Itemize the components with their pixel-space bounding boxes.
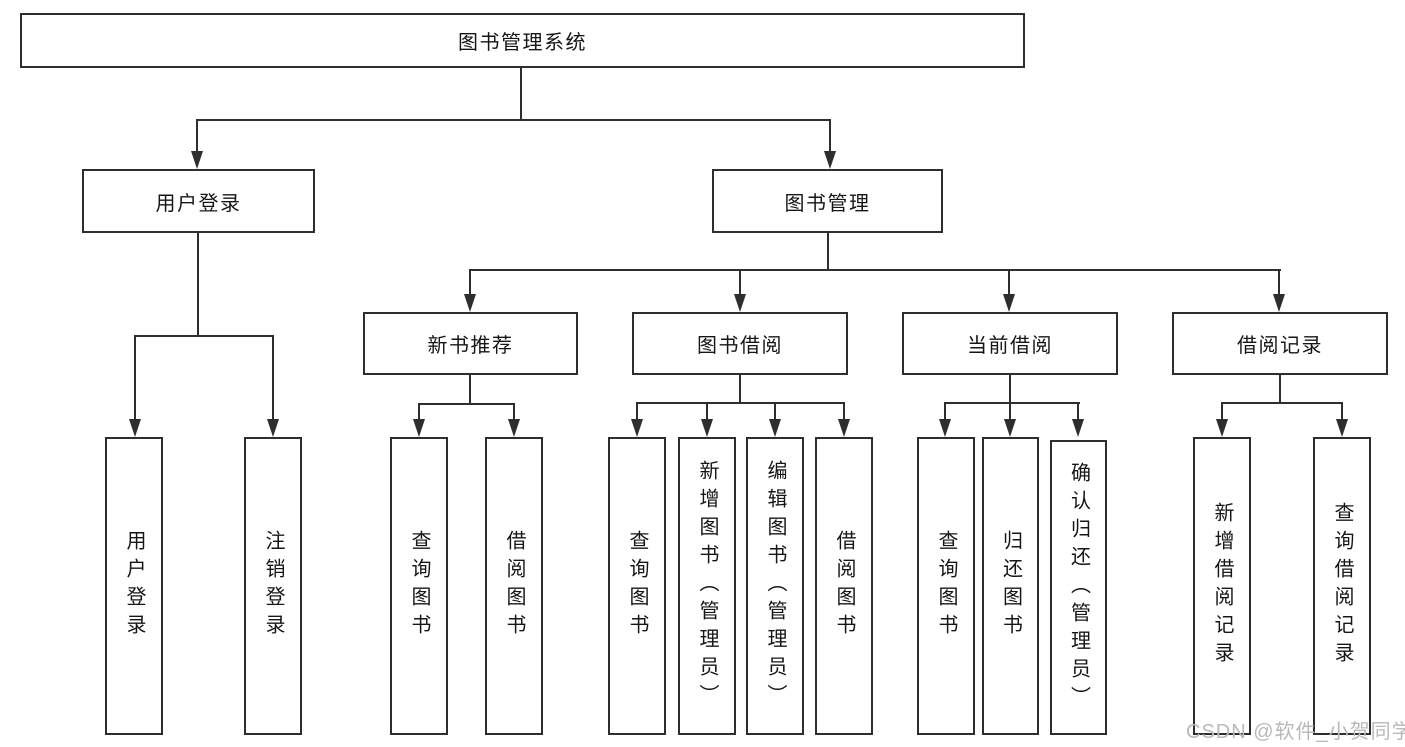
arrow-down-icon <box>191 151 203 169</box>
arrow-down-icon <box>824 151 836 169</box>
connector-login-stem <box>134 335 136 419</box>
connector-user-login-stem <box>196 119 198 154</box>
connector-logout-stem <box>272 335 274 419</box>
node-borrowing-records-label: 借阅记录 <box>1237 335 1323 357</box>
connector-bb-edit-stem <box>774 402 776 420</box>
node-leaf-login: 用户登录 <box>105 437 163 735</box>
node-book-borrowing: 图书借阅 <box>632 312 848 375</box>
arrow-down-icon <box>413 419 425 437</box>
node-borrowing-records: 借阅记录 <box>1172 312 1388 375</box>
node-leaf-login-label: 用户登录 <box>123 530 145 642</box>
node-new-book-recommend-label: 新书推荐 <box>427 335 514 357</box>
node-book-borrowing-label: 图书借阅 <box>697 335 783 357</box>
connector-nb-hbar <box>418 403 515 405</box>
node-leaf-br-add-record-label: 新增借阅记录 <box>1211 502 1233 670</box>
connector-br-query-stem <box>1341 402 1343 420</box>
node-leaf-bb-query-books-label: 查询图书 <box>626 530 648 642</box>
node-user-login: 用户登录 <box>82 169 315 233</box>
node-leaf-cb-query-books: 查询图书 <box>917 437 975 735</box>
arrow-down-icon <box>631 419 643 437</box>
connector-br-hbar <box>1221 402 1343 404</box>
connector-nb-borrow-stem <box>513 403 515 420</box>
node-leaf-br-query-record-label: 查询借阅记录 <box>1331 502 1353 670</box>
node-leaf-br-query-record: 查询借阅记录 <box>1313 437 1371 735</box>
node-current-borrowing: 当前借阅 <box>902 312 1118 375</box>
node-leaf-nb-query-books: 查询图书 <box>390 437 448 735</box>
arrow-down-icon <box>734 294 746 312</box>
connector-br-down <box>1279 375 1281 404</box>
node-current-borrowing-label: 当前借阅 <box>967 335 1053 357</box>
connector-current-borrowing-stem <box>1008 269 1010 296</box>
node-root: 图书管理系统 <box>20 13 1025 68</box>
node-leaf-br-add-record: 新增借阅记录 <box>1193 437 1251 735</box>
arrow-down-icon <box>1072 419 1084 437</box>
connector-bb-add-stem <box>706 402 708 420</box>
node-leaf-bb-add-books: 新增图书（管理员） <box>678 437 736 735</box>
arrow-down-icon <box>129 419 141 437</box>
connector-level3-hbar <box>469 269 1281 271</box>
node-leaf-bb-borrow-books: 借阅图书 <box>815 437 873 735</box>
arrow-down-icon <box>701 419 713 437</box>
connector-cb-query-stem <box>944 402 946 420</box>
arrow-down-icon <box>508 419 520 437</box>
node-leaf-bb-borrow-books-label: 借阅图书 <box>833 530 855 642</box>
node-leaf-cb-query-books-label: 查询图书 <box>935 530 957 642</box>
connector-new-book-stem <box>469 269 471 296</box>
connector-cb-return-stem <box>1009 402 1011 420</box>
arrow-down-icon <box>1004 419 1016 437</box>
arrow-down-icon <box>1273 294 1285 312</box>
connector-cb-hbar <box>944 402 1080 404</box>
connector-book-management-stem <box>829 119 831 154</box>
arrow-down-icon <box>769 419 781 437</box>
connector-book-borrowing-stem <box>739 269 741 296</box>
connector-user-login-down <box>197 233 199 337</box>
node-leaf-bb-query-books: 查询图书 <box>608 437 666 735</box>
connector-level2-hbar <box>197 119 831 121</box>
arrow-down-icon <box>1216 419 1228 437</box>
connector-root-stem <box>520 68 522 121</box>
connector-bb-hbar <box>636 402 845 404</box>
node-leaf-logout-label: 注销登录 <box>262 530 284 642</box>
connector-bb-borrow-stem <box>843 402 845 420</box>
node-leaf-cb-confirm-return: 确认归还（管理员） <box>1050 440 1107 735</box>
node-root-label: 图书管理系统 <box>458 32 587 54</box>
node-leaf-cb-return-books-label: 归还图书 <box>999 530 1022 642</box>
connector-cb-down <box>1009 375 1011 404</box>
connector-bb-down <box>739 375 741 404</box>
node-leaf-bb-edit-books: 编辑图书（管理员） <box>746 437 804 735</box>
connector-bb-query-stem <box>636 402 638 420</box>
arrow-down-icon <box>1003 294 1015 312</box>
connector-br-add-stem <box>1221 402 1223 420</box>
connector-nb-query-stem <box>418 403 420 420</box>
node-leaf-logout: 注销登录 <box>244 437 302 735</box>
csdn-watermark: CSDN @软件_小贺同学 <box>1186 721 1405 743</box>
arrow-down-icon <box>838 419 850 437</box>
node-leaf-cb-confirm-return-label: 确认归还（管理员） <box>1067 461 1090 714</box>
connector-book-management-down <box>827 233 829 271</box>
arrow-down-icon <box>464 294 476 312</box>
connector-borrowing-records-stem <box>1278 269 1280 296</box>
node-leaf-bb-edit-books-label: 编辑图书（管理员） <box>764 460 786 712</box>
node-leaf-nb-borrow-books-label: 借阅图书 <box>503 530 525 642</box>
arrow-down-icon <box>267 419 279 437</box>
arrow-down-icon <box>939 419 951 437</box>
connector-cb-confirm-stem <box>1077 402 1079 420</box>
node-book-management: 图书管理 <box>712 169 943 233</box>
node-new-book-recommend: 新书推荐 <box>363 312 578 375</box>
node-book-management-label: 图书管理 <box>784 192 871 215</box>
node-leaf-nb-query-books-label: 查询图书 <box>408 530 430 642</box>
node-leaf-bb-add-books-label: 新增图书（管理员） <box>696 460 718 712</box>
node-leaf-cb-return-books: 归还图书 <box>982 437 1039 735</box>
connector-user-login-hbar <box>134 335 274 337</box>
node-leaf-nb-borrow-books: 借阅图书 <box>485 437 543 735</box>
connector-nb-down <box>469 375 471 405</box>
arrow-down-icon <box>1336 419 1348 437</box>
node-user-login-label: 用户登录 <box>155 192 242 215</box>
